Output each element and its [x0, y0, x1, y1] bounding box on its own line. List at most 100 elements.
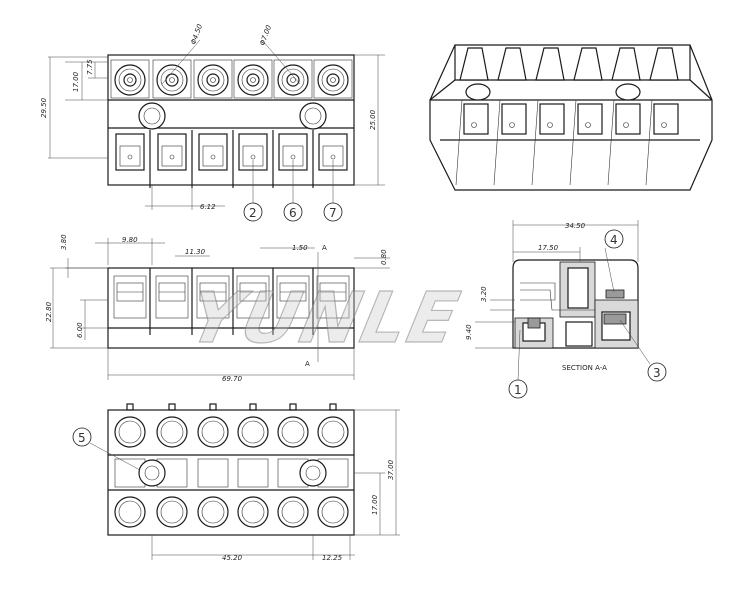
bottom-pin [126, 403, 134, 411]
dim-45-20: 45.20 [222, 554, 243, 562]
bottom-hole-top-inner [281, 420, 305, 444]
iso-clamp-hole [623, 122, 629, 128]
clamp-hole [290, 154, 296, 160]
bottom-pin [249, 403, 257, 411]
dim-25-00: 25.00 [369, 109, 377, 130]
iso-clamp [463, 103, 489, 135]
dim-6-00: 6.00 [76, 322, 84, 338]
clamp-hole [210, 154, 216, 160]
section-label-a-bottom: A [305, 360, 310, 368]
bottom-hole-bottom-inner [201, 500, 225, 524]
screw-center [210, 77, 216, 83]
iso-clamp-hole [661, 122, 667, 128]
dim-11-30: 11.30 [185, 248, 206, 256]
dim-phi-4-50: Φ4.50 [189, 23, 204, 46]
callout-6: 6 [289, 206, 297, 220]
bottom-pin [209, 403, 217, 411]
section-title: SECTION A-A [562, 364, 607, 372]
iso-tooth [611, 47, 641, 81]
bottom-hole-bottom [156, 496, 188, 528]
screw-ring [201, 68, 225, 92]
bottom-hole-bottom [277, 496, 309, 528]
screw-outer [197, 64, 229, 96]
clamp-inner [119, 145, 141, 167]
clamp-hole [169, 154, 175, 160]
front-cell [316, 275, 350, 319]
bottom-hole-top [317, 416, 349, 448]
front-cell [276, 275, 310, 319]
front-cell [155, 275, 189, 319]
screw-ring [118, 68, 142, 92]
screw-cell [193, 59, 233, 99]
screw-cell [152, 59, 192, 99]
bottom-slot [197, 458, 229, 488]
bottom-pin [289, 403, 297, 411]
screw-outer [317, 64, 349, 96]
clamp-box [157, 133, 187, 171]
top-view: 17.00 7.75 29.50 25.00 Φ4.50 Φ7.00 6.12 … [40, 23, 385, 222]
iso-clamp [615, 103, 641, 135]
dim-17-50: 17.50 [538, 244, 559, 252]
bottom-hole-top-inner [201, 420, 225, 444]
watermark-logo: YUNLE [182, 277, 468, 359]
screw-center [330, 77, 336, 83]
screw-cell [233, 59, 273, 99]
dim-37-00: 37.00 [387, 459, 395, 480]
screw-center [169, 77, 175, 83]
bottom-hole-bottom-inner [281, 500, 305, 524]
dim-3-20: 3.20 [480, 286, 488, 302]
front-cell [196, 275, 230, 319]
bottom-hole-bottom-inner [321, 500, 345, 524]
callout-5: 5 [78, 431, 86, 445]
callout-3: 3 [653, 366, 661, 380]
iso-clamp [653, 103, 679, 135]
iso-teeth [459, 47, 679, 81]
bottom-hole-top-inner [160, 420, 184, 444]
dim-17-00: 17.00 [371, 494, 379, 515]
bottom-slot [237, 458, 269, 488]
bottom-hole-top [197, 416, 229, 448]
screw-ring [241, 68, 265, 92]
iso-tooth [535, 47, 565, 81]
bottom-hole-bottom [197, 496, 229, 528]
bottom-hole-top [277, 416, 309, 448]
iso-rib [607, 99, 615, 186]
clamp-hole [330, 154, 336, 160]
bottom-pin [329, 403, 337, 411]
callout-1: 1 [514, 383, 522, 397]
front-cell [113, 275, 147, 319]
callout-7: 7 [329, 206, 337, 220]
screw-center [127, 77, 133, 83]
screw-head [326, 73, 340, 87]
bottom-view: 37.00 17.00 45.20 12.25 5 [72, 403, 400, 562]
dim-6-12: 6.12 [200, 203, 216, 211]
iso-tooth [497, 47, 527, 81]
screw-head [286, 73, 300, 87]
isometric-view [429, 44, 713, 191]
dim-0-80: 0.80 [380, 249, 388, 265]
screw-center [250, 77, 256, 83]
dim-17: 17.00 [72, 71, 80, 92]
section-label-a-top: A [322, 244, 327, 252]
dim-3-80: 3.80 [60, 234, 68, 250]
iso-clamp-hole [509, 122, 515, 128]
iso-clamps [455, 99, 679, 186]
screw-outer [156, 64, 188, 96]
dim-29-50: 29.50 [40, 97, 48, 118]
bottom-hole-top [156, 416, 188, 448]
iso-rib [645, 99, 653, 186]
screw-row [110, 59, 353, 99]
iso-clamp [539, 103, 565, 135]
dim-9-40: 9.40 [465, 324, 473, 340]
front-cell [236, 275, 270, 319]
dim-22-80: 22.80 [45, 301, 53, 322]
dim-34-50: 34.50 [565, 222, 586, 230]
dim-7-75: 7.75 [86, 59, 94, 75]
screw-head [123, 73, 137, 87]
screw-head [165, 73, 179, 87]
front-cells [113, 268, 350, 335]
iso-tooth [573, 47, 603, 81]
bottom-pin [168, 403, 176, 411]
iso-clamp-hole [585, 122, 591, 128]
iso-tooth [459, 47, 489, 81]
